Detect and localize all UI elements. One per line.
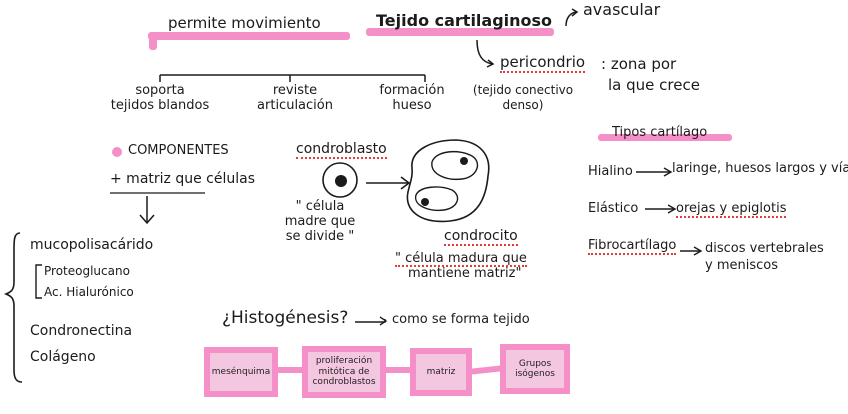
- connector-1: [276, 367, 304, 373]
- step-proliferacion-text: proliferación mitótica de condroblastos: [312, 356, 375, 387]
- step-grupos-line2: isógenos: [515, 369, 555, 379]
- histogenesis-step-grupos: Grupos isógenos: [500, 344, 570, 394]
- highlight-permite: [148, 32, 350, 40]
- tipo-hialino: Hialino: [588, 164, 633, 179]
- histogenesis-title: ¿Histogénesis?: [222, 308, 349, 328]
- tipos-title: Tipos cartílago: [612, 125, 708, 140]
- histogenesis-step-mesenquima: mesénquima: [204, 347, 278, 397]
- arrow-avascular: [565, 11, 577, 27]
- connector-2: [384, 367, 412, 373]
- condroblasto-quote-line1: " célula: [295, 199, 345, 214]
- step-proliferacion-line3: condroblastos: [312, 377, 376, 388]
- hialuronico-label: Ac. Hialurónico: [44, 285, 134, 299]
- components-matrix-note: + matriz que células: [110, 171, 255, 187]
- step-proliferacion-line1: proliferación: [315, 356, 373, 367]
- step-proliferacion-line2: mitótica de: [318, 366, 370, 377]
- small-bracket: [35, 264, 42, 299]
- condroblasto-label: condroblasto: [296, 141, 387, 159]
- function-reviste-line2: articulación: [257, 98, 333, 113]
- function-soporta-line1: soporta: [135, 83, 185, 98]
- connector-3: [469, 365, 503, 375]
- mucopolisacarido-label: mucopolisacárido: [30, 237, 154, 253]
- tipo-fibro-desc-line1: discos vertebrales: [705, 241, 824, 256]
- tipo-elastico: Elástico: [588, 201, 639, 216]
- condrocito-quote-line2: mantiene matriz": [408, 266, 522, 281]
- colageno-label: Colágeno: [30, 349, 96, 365]
- condrocito-lacuna-drawing: [406, 139, 490, 223]
- pericondrio-desc-line2: la que crece: [608, 76, 700, 94]
- pericondrio-note-line1: (tejido conectivo: [472, 83, 574, 97]
- tipo-hialino-desc: laringe, huesos largos y vías: [672, 161, 848, 176]
- permite-movimiento-label: permite movimiento: [168, 14, 321, 32]
- step-mesenquima-text: mesénquima: [211, 366, 271, 377]
- pericondrio-note-line2: denso): [502, 98, 544, 112]
- highlight-permite-vertical: [149, 32, 157, 50]
- condroblasto-quote-line2: madre que: [284, 214, 356, 229]
- avascular-label: avascular: [583, 0, 661, 19]
- pericondrio-label: pericondrio: [500, 53, 586, 73]
- tipo-fibrocartilago: Fibrocartílago: [588, 238, 677, 255]
- components-bullet: [112, 147, 122, 157]
- arrow-pericondrio: [476, 39, 493, 65]
- histogenesis-desc: como se forma tejido: [392, 312, 530, 327]
- condroblasto-cell-drawing: [322, 162, 358, 198]
- function-soporta-line2: tejidos blandos: [110, 98, 210, 113]
- components-title: COMPONENTES: [128, 143, 229, 158]
- condronectina-label: Condronectina: [30, 323, 133, 339]
- function-reviste-line1: reviste: [272, 83, 318, 98]
- tejido-cartilaginoso-title: Tejido cartilaginoso: [376, 11, 553, 30]
- histogenesis-step-proliferacion: proliferación mitótica de condroblastos: [302, 346, 386, 398]
- pericondrio-desc-line1: : zona por: [601, 55, 677, 73]
- step-matriz-text: matriz: [426, 366, 456, 377]
- proteoglucano-label: Proteoglucano: [44, 264, 130, 278]
- function-formacion-line2: hueso: [392, 98, 432, 113]
- tipo-fibro-desc-line2: y meniscos: [705, 258, 778, 273]
- condrocito-label: condrocito: [444, 228, 518, 246]
- condroblasto-quote-line3: se divide ": [285, 229, 355, 244]
- arrow-histogenesis: [355, 319, 386, 323]
- tipo-elastico-desc: orejas y epiglotis: [676, 201, 787, 218]
- step-grupos-text: Grupos isógenos: [515, 359, 555, 380]
- function-formacion-line1: formación: [379, 83, 445, 98]
- histogenesis-step-matriz: matriz: [410, 348, 472, 396]
- left-curly-brace: [3, 232, 23, 383]
- condrocito-quote-line1: " célula madura que: [395, 251, 527, 267]
- step-grupos-line1: Grupos: [518, 358, 552, 369]
